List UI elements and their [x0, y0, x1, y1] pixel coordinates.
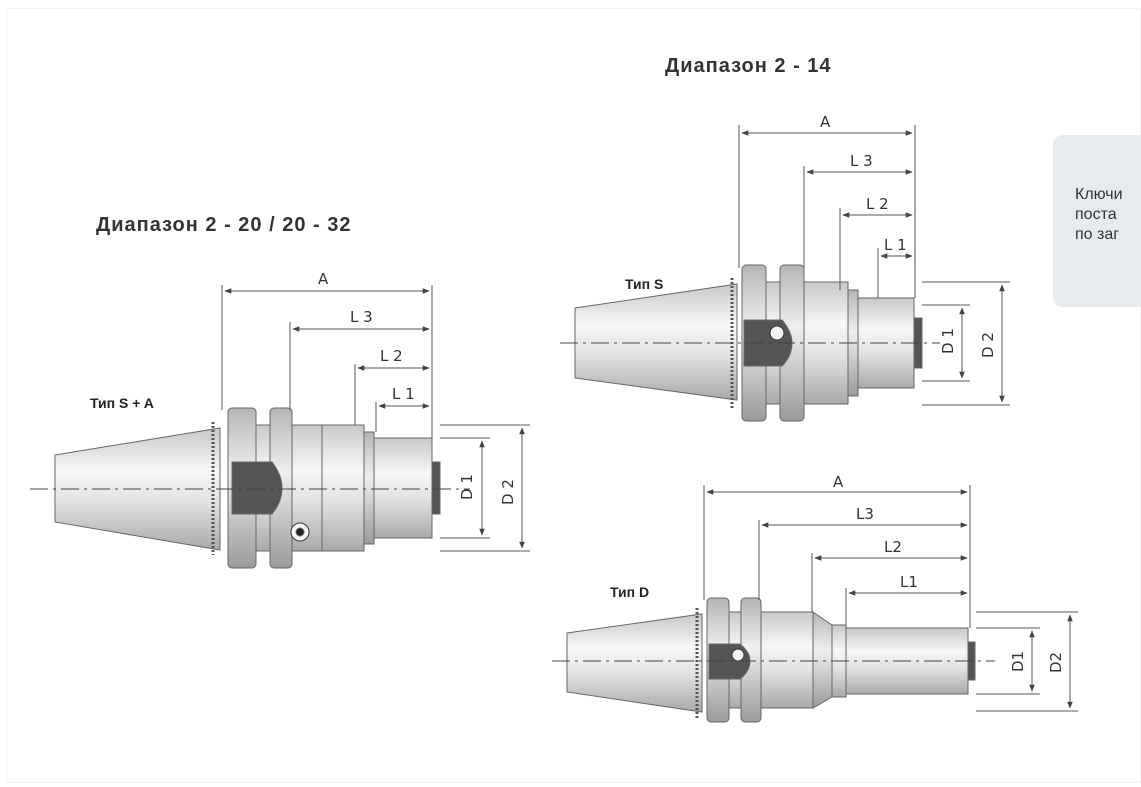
dim-l2-d: L2 [884, 538, 902, 556]
drawing-type-s [560, 264, 940, 422]
dim-l3-d: L3 [856, 505, 874, 523]
dim-l3-s: L 3 [850, 152, 873, 170]
dim-d1-d: D1 [1009, 651, 1027, 672]
dimensions-type-sa [221, 285, 530, 552]
dim-d2-d: D2 [1047, 652, 1065, 673]
note-text: Ключи поста по заг [1075, 186, 1123, 243]
dim-l1-d: L1 [900, 573, 918, 591]
dim-a-s: A [820, 113, 831, 131]
label-type-d: Тип D [610, 584, 650, 600]
dim-l1-sa: L 1 [392, 385, 415, 403]
dim-a-d: A [833, 473, 844, 491]
heading-range-right: Диапазон 2 - 14 [665, 55, 832, 77]
dim-d1-s: D 1 [939, 328, 957, 354]
dim-l2-sa: L 2 [380, 347, 403, 365]
dimensions-type-s [738, 125, 1010, 406]
heading-range-left: Диапазон 2 - 20 / 20 - 32 [96, 214, 352, 236]
dim-a-sa: A [318, 270, 329, 288]
dim-d2-sa: D 2 [499, 479, 517, 505]
drawing-type-d [552, 597, 995, 723]
note-box: Ключи поста по заг [1053, 135, 1141, 307]
dimensions-type-d [703, 485, 1078, 712]
dim-l3-sa: L 3 [350, 308, 373, 326]
label-type-sa: Тип S + A [90, 395, 154, 411]
label-type-s: Тип S [625, 276, 664, 292]
dim-d2-s: D 2 [979, 332, 997, 358]
drawing-type-sa [30, 407, 470, 569]
dim-d1-sa: D 1 [458, 474, 476, 500]
dim-l2-s: L 2 [866, 195, 889, 213]
dim-l1-s: L 1 [884, 236, 907, 254]
